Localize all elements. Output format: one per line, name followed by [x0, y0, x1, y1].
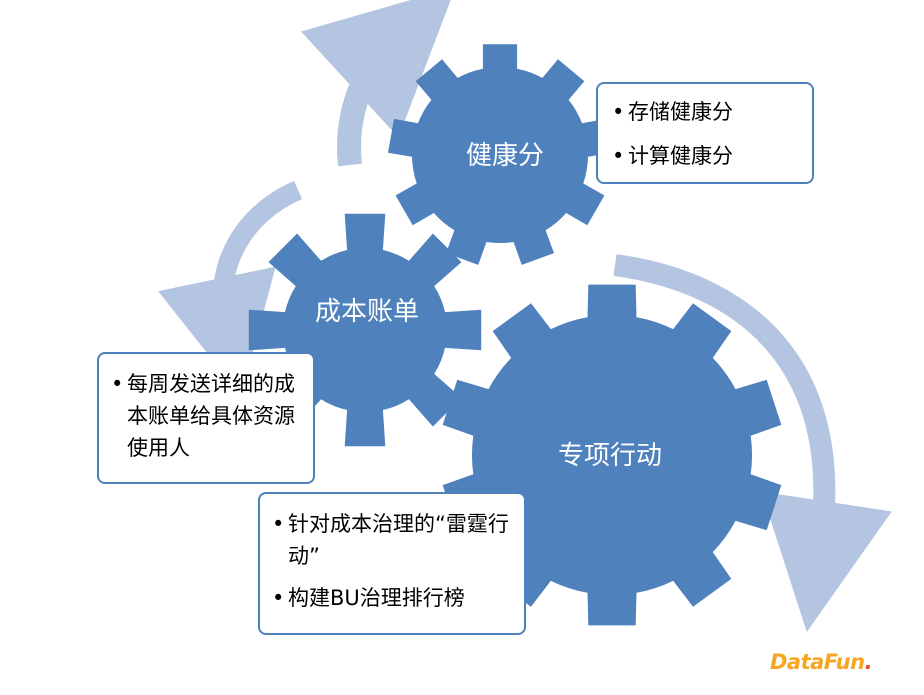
note-health-item: 计算健康分: [612, 140, 802, 172]
note-cost-item: 每周发送详细的成本账单给具体资源使用人: [111, 368, 303, 464]
arrow-left: [158, 180, 303, 397]
note-special-item: 针对成本治理的“雷霆行动”: [272, 508, 514, 572]
note-special: 针对成本治理的“雷霆行动” 构建BU治理排行榜: [258, 492, 526, 635]
logo-suffix: .: [864, 650, 873, 674]
note-special-item: 构建BU治理排行榜: [272, 582, 514, 614]
gear-label-cost: 成本账单: [315, 297, 420, 327]
note-health: 存储健康分 计算健康分: [596, 82, 814, 184]
note-cost: 每周发送详细的成本账单给具体资源使用人: [97, 352, 315, 484]
gear-special: [442, 284, 782, 626]
datafun-logo: DataFun.: [770, 650, 873, 674]
gear-label-special: 专项行动: [557, 441, 662, 471]
gear-label-health: 健康分: [465, 141, 544, 171]
gear-health: [388, 44, 612, 265]
arrow-right: [613, 254, 892, 633]
logo-text: DataFun: [770, 650, 865, 674]
note-health-item: 存储健康分: [612, 96, 802, 128]
arrow-top: [300, 0, 456, 167]
